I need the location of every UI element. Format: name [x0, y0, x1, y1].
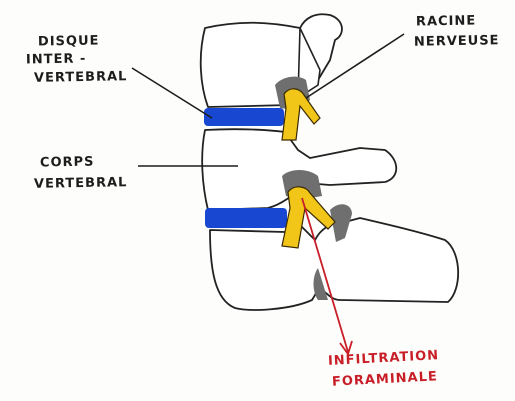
upper-vertebral-body [201, 14, 342, 107]
disque-label-3: VERTEBRAL [34, 69, 128, 87]
disque-label-1: DISQUE [38, 33, 100, 50]
racine-label-2: NERVEUSE [414, 33, 500, 50]
racine-label-1: RACINE [416, 13, 476, 30]
upper-disc [204, 108, 284, 126]
corps-label-2: VERTEBRAL [34, 175, 128, 193]
upper-nerve-root [282, 89, 320, 140]
corps-label-1: CORPS [40, 155, 95, 172]
lower-disc [205, 208, 287, 228]
disque-label-2: INTER - [26, 51, 87, 68]
lower-vertebral-body [210, 218, 458, 310]
disque-pointer [132, 68, 212, 118]
